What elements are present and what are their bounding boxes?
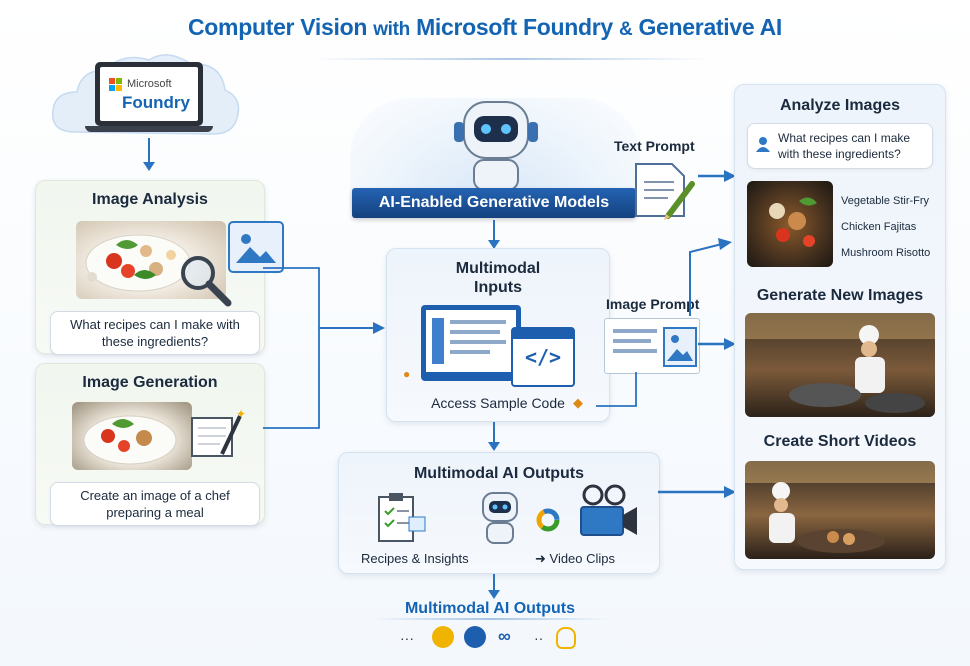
recipe-item: Vegetable Stir-Fry [841, 195, 930, 207]
kitchen-video-illustration [745, 461, 935, 553]
analyze-question-bubble: What recipes can I make with these ingre… [747, 123, 933, 169]
arrow-down-icon-3 [488, 422, 500, 451]
meal-illustration [83, 415, 177, 465]
image-prompt-label: Image Prompt [606, 296, 700, 312]
image-generation-prompt: Create an image of a chef preparing a me… [50, 482, 260, 526]
analyze-question-text: What recipes can I make with these ingre… [778, 131, 911, 161]
code-icon: </> [511, 327, 575, 387]
lightbulb-icon [556, 627, 576, 649]
user-icon [756, 136, 770, 152]
chart-ring-icon [535, 507, 561, 533]
fruit-icon: ● [403, 367, 411, 381]
image-generation-panel: Image Generation ✦ Create an image of a … [35, 363, 265, 526]
bottom-outputs-heading: Multimodal AI Outputs [404, 600, 576, 617]
title-part-5: Generative AI [632, 14, 782, 40]
arrow-down-icon [143, 138, 155, 171]
models-label: AI-Enabled Generative Models [378, 194, 610, 211]
chef-kitchen-photo [745, 313, 935, 417]
logo-brand: Microsoft [127, 78, 172, 90]
create-videos-heading: Create Short Videos [763, 433, 917, 450]
multimodal-inputs-heading: Multimodal Inputs [455, 260, 541, 296]
video-camera-icon [575, 483, 645, 543]
laptop-icon: Microsoft Foundry [95, 62, 203, 126]
bottom-underline [370, 618, 610, 620]
title-underline [310, 58, 710, 60]
image-prompt-image-icon [663, 327, 697, 367]
arrow-right-icon [698, 170, 736, 182]
svg-text:✦: ✦ [236, 408, 246, 421]
access-sample-code-link[interactable]: Access Sample Code [431, 395, 565, 411]
bottom-icon-row: ··· ∞ ·· [400, 626, 580, 652]
stir-fry-photo [747, 181, 833, 267]
image-analysis-prompt: What recipes can I make with these ingre… [50, 311, 260, 355]
multimodal-outputs-heading: Multimodal AI Outputs [413, 465, 585, 482]
meal-photo [72, 402, 192, 470]
gear-badge-icon [464, 626, 486, 648]
right-column-panel: Analyze Images What recipes can I make w… [734, 84, 946, 570]
text-prompt-label: Text Prompt [614, 138, 695, 154]
magnifier-icon [178, 253, 232, 307]
clipboard-icon [373, 491, 427, 545]
stir-fry-illustration [769, 197, 817, 247]
notebook-pen-icon: ✦ [188, 407, 250, 464]
title-part-1: Computer Vision [188, 14, 374, 40]
monitor-icon [421, 305, 521, 381]
chef-illustration [745, 313, 935, 413]
foundry-logo-cloud: Microsoft Foundry [45, 42, 245, 152]
laptop-base [85, 126, 213, 132]
arrow-right-icon-2 [698, 338, 736, 350]
robot-icon [450, 96, 542, 192]
image-prompt-connector [596, 238, 732, 407]
title-part-4: & [618, 19, 633, 40]
image-analysis-heading: Image Analysis [92, 191, 208, 208]
analyze-images-heading: Analyze Images [779, 97, 901, 114]
arrow-right-icon-3 [658, 486, 736, 498]
ellipsis-icon: ··· [400, 630, 414, 646]
image-icon [228, 221, 284, 273]
recipe-item: Mushroom Risotto [841, 247, 931, 259]
robot-small-icon [475, 489, 525, 545]
multimodal-inputs-panel: Multimodal Inputs </> ● Access Sample Co… [386, 248, 610, 422]
title-part-2: with [373, 19, 410, 40]
lightbulb-badge-icon [432, 626, 454, 648]
arrow-down-icon-2 [488, 220, 500, 249]
document-pencil-icon [632, 160, 698, 222]
recipe-item: Chicken Fajitas [841, 221, 917, 233]
page-title: Computer Vision with Microsoft Foundry &… [0, 14, 970, 41]
ellipsis-icon-2: ·· [534, 630, 544, 646]
kitchen-video-photo [745, 461, 935, 559]
link-icon: ∞ [498, 626, 511, 646]
title-part-3: Microsoft Foundry [409, 14, 619, 40]
left-connector [263, 267, 385, 429]
microsoft-logo-icon [109, 78, 123, 92]
image-analysis-panel: Image Analysis What recipes can I make w… [35, 180, 284, 355]
sample-code-badge-icon: ◆ [573, 395, 583, 410]
image-prompt-card [604, 318, 700, 374]
recipes-insights-label: Recipes & Insights [361, 551, 469, 566]
ingredients-illustration [85, 234, 191, 292]
arrow-down-icon-4 [488, 574, 500, 599]
video-clips-label: ➜ Video Clips [535, 551, 616, 566]
models-banner: AI-Enabled Generative Models [352, 188, 636, 218]
multimodal-outputs-panel: Multimodal AI Outputs Recipes & Insights… [338, 452, 660, 574]
logo-product: Foundry [122, 93, 190, 112]
generate-images-heading: Generate New Images [756, 287, 924, 304]
image-generation-heading: Image Generation [82, 374, 218, 391]
